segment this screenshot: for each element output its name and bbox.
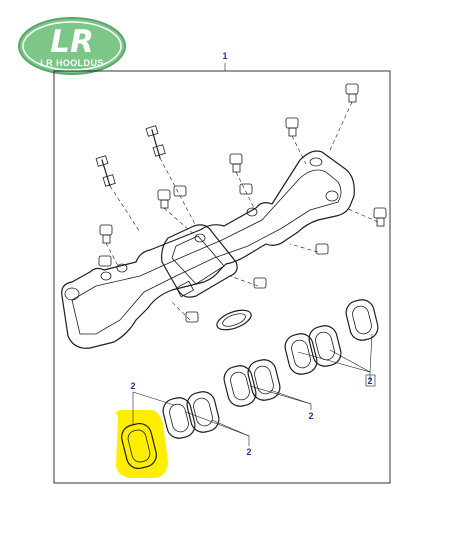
long-stud-2 (145, 125, 166, 159)
exhaust-manifold[interactable] (61, 150, 355, 349)
logo-inner-ring (22, 21, 122, 71)
bolt-e (229, 153, 243, 173)
assembly-frame (53, 70, 391, 484)
port-gasket-pair-2[interactable] (222, 357, 283, 409)
long-stud-1 (95, 155, 116, 187)
bolt-i (373, 207, 387, 227)
logo-mark: LR (50, 24, 94, 60)
callout-manifold[interactable]: 1 (222, 51, 227, 61)
bolt-l (185, 311, 199, 323)
callout-box (365, 374, 376, 387)
port-gasket-highlighted[interactable] (119, 421, 159, 471)
port-gasket-pair-1[interactable] (161, 389, 222, 441)
port-gasket-single[interactable] (344, 297, 381, 343)
callout-gasket-right-mid[interactable]: 2 (308, 411, 313, 421)
lr-hooldus-logo[interactable]: LR LR HOOLDUS (18, 17, 126, 75)
bolt-b (98, 255, 112, 267)
bolt-d (173, 185, 187, 197)
bolt-a (99, 224, 113, 244)
logo-name: LR HOOLDUS (40, 58, 104, 68)
manifold-studs[interactable] (95, 83, 387, 323)
callout-gasket-top-left[interactable]: 2 (130, 381, 135, 391)
bolt-f (239, 183, 253, 195)
bolt-c (157, 189, 171, 209)
port-gasket-pair-3[interactable] (283, 323, 344, 377)
gasket-leaders (132, 333, 373, 446)
bolt-g (285, 117, 299, 137)
callout-gasket-bottom-mid[interactable]: 2 (246, 447, 251, 457)
callout-gasket-far-right[interactable]: 2 (367, 376, 372, 386)
bolt-h (345, 83, 359, 103)
bolt-k (253, 277, 267, 289)
bolt-j (315, 243, 329, 255)
logo-ellipse (18, 17, 126, 75)
